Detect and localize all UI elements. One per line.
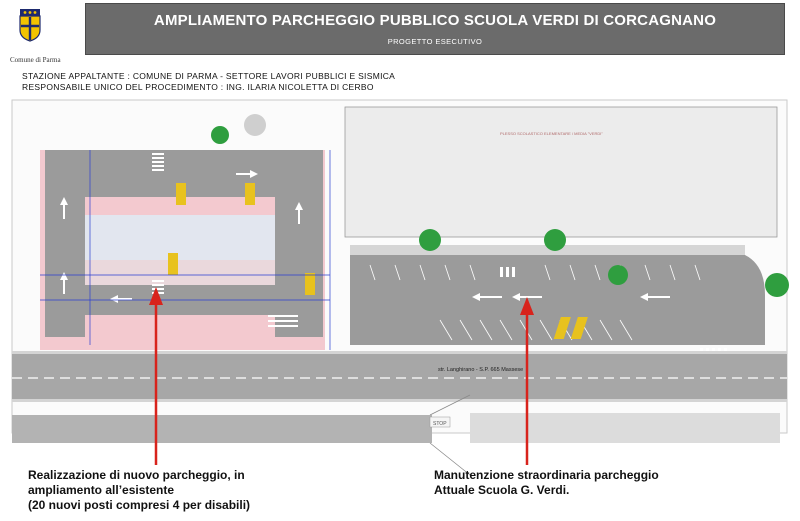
stop-label: STOP (433, 421, 447, 427)
central-island (85, 215, 275, 260)
caption-new-parking: Realizzazione di nuovo parcheggio, in am… (28, 468, 250, 513)
comune-di-parma-logo: Comune di Parma (10, 6, 61, 66)
existing-disabled-stalls (553, 317, 588, 339)
building-label: PLESSO SCOLASTICO ELEMENTARE / MEDIA "VE… (500, 131, 603, 136)
traffic-arrows (60, 170, 303, 303)
road-label: str. Langhirano - S.P. 665 Massese (438, 367, 523, 373)
logo-label: Comune di Parma (10, 56, 61, 64)
red-callout-arrows (149, 287, 534, 465)
caption-left-line-1: Realizzazione di nuovo parcheggio, in (28, 468, 245, 482)
page-subtitle: PROGETTO ESECUTIVO (387, 37, 483, 46)
caption-left-line-3: (20 nuovi posti compresi 4 per disabili) (28, 498, 251, 512)
page-title: AMPLIAMENTO PARCHEGGIO PUBBLICO SCUOLA V… (153, 12, 717, 29)
procedure-manager-text: RESPONSABILE UNICO DEL PROCEDIMENTO : IN… (22, 82, 374, 92)
site-plan: PLESSO SCOLASTICO ELEMENTARE / MEDIA "VE… (11, 99, 789, 476)
main-road (12, 353, 787, 401)
caption-left-line-2: ampliamento all’esistente (28, 483, 175, 497)
caption-existing-parking: Manutenzione straordinaria parcheggio At… (434, 468, 659, 498)
central-stalls (85, 260, 275, 285)
annotation-lines (40, 150, 331, 350)
title-bar: AMPLIAMENTO PARCHEGGIO PUBBLICO SCUOLA V… (85, 3, 785, 55)
contracting-station-text: STAZIONE APPALTANTE : COMUNE DI PARMA - … (22, 71, 396, 81)
disabled-stalls (168, 183, 315, 295)
existing-arrows (472, 293, 670, 301)
caption-right-line-2: Attuale Scuola G. Verdi. (434, 483, 570, 497)
new-parking-left-aisle (45, 197, 85, 337)
existing-parking-area (350, 255, 765, 345)
side-street (12, 415, 432, 443)
existing-parking-sidewalk (350, 245, 745, 255)
lower-sidewalk (470, 413, 780, 443)
caption-right-line-1: Manutenzione straordinaria parcheggio (434, 468, 659, 482)
trees (211, 114, 789, 297)
parma-coat-of-arms-icon (19, 9, 41, 42)
school-building (344, 106, 778, 238)
